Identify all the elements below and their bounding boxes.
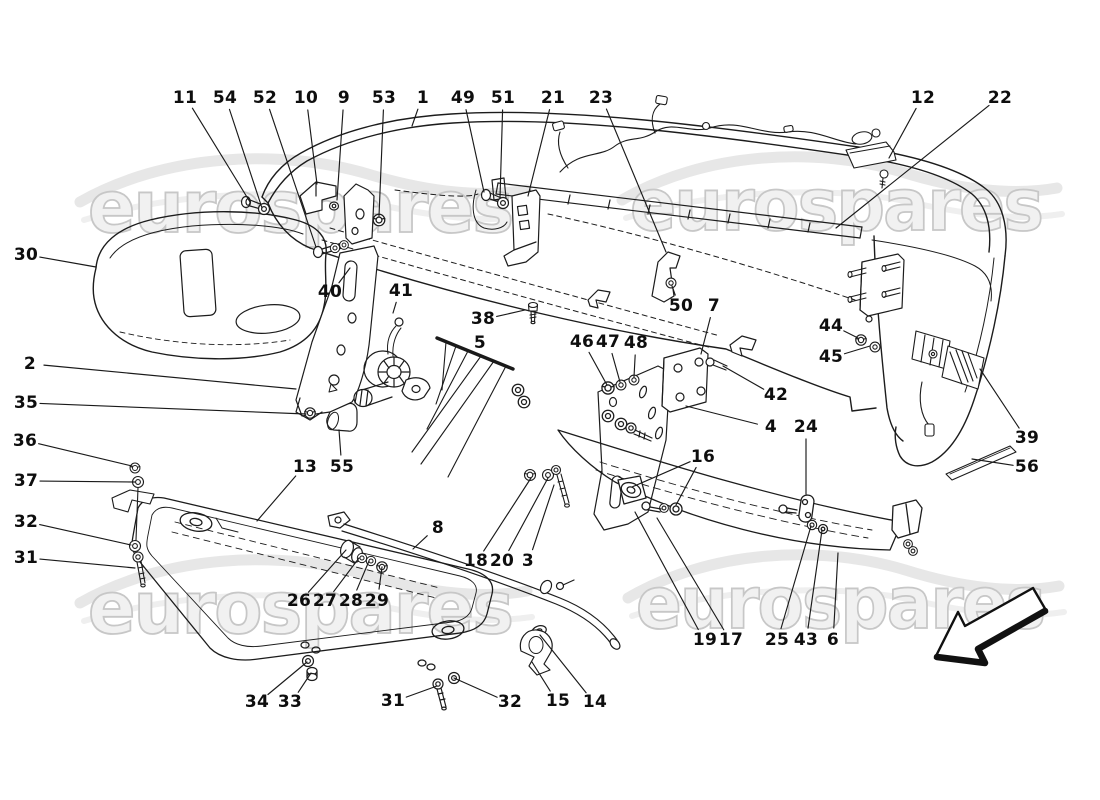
leader-line-8 (412, 535, 428, 550)
rod-assembly (301, 511, 621, 711)
leader-line-23 (605, 108, 667, 253)
link-24 (778, 494, 815, 523)
leader-line-45 (843, 345, 871, 355)
group5-bracket-line (435, 336, 515, 371)
watermark-swoosh (616, 151, 1063, 206)
leader-line-15 (531, 661, 551, 692)
leader-line-14 (539, 634, 587, 694)
bracket-23 (651, 251, 681, 303)
leader-line-13 (256, 475, 297, 522)
leader-line-48 (633, 354, 636, 378)
leader-line-10 (307, 109, 318, 185)
wiring-harness (552, 94, 897, 189)
leader-line-16 (675, 466, 697, 506)
leader-line-54 (228, 108, 263, 209)
leader-line-31 (39, 558, 136, 569)
leader-line-3 (531, 484, 555, 551)
leader-line-7 (700, 317, 711, 355)
watermark-swoosh (622, 549, 1065, 604)
leader-line-33 (297, 672, 312, 693)
leader-line-39 (979, 368, 1020, 429)
leader-line-31 (405, 685, 438, 698)
leader-line-17 (656, 517, 725, 631)
leader-line-6 (833, 552, 839, 629)
watermark-swoosh (74, 153, 533, 208)
leader-line-28 (356, 560, 370, 591)
leader-line-42 (722, 365, 765, 390)
leader-line-55 (338, 429, 342, 456)
leader-line-34 (267, 661, 308, 696)
leader-line-52 (268, 108, 317, 248)
screw-38 (527, 301, 539, 325)
flap-hinge (891, 499, 923, 556)
leader-lines (38, 104, 1020, 698)
group5-fan-line (411, 355, 482, 453)
leader-line-20 (508, 477, 549, 552)
leader-line-56 (971, 458, 1014, 466)
rear-flap-assembly (557, 429, 923, 556)
leader-line-30 (39, 256, 97, 268)
leader-line-36 (38, 443, 133, 467)
left-hardware-stack (111, 462, 155, 588)
leader-line-40 (338, 267, 351, 284)
right-mount-bracket (847, 253, 905, 353)
leader-line-9 (336, 109, 344, 201)
fender-liner (92, 211, 327, 360)
group5-lines (411, 336, 515, 478)
clamp-15 (519, 629, 553, 676)
leader-line-51 (499, 109, 504, 199)
watermark-swoosh (74, 554, 533, 609)
leader-line-32 (39, 523, 132, 546)
leader-line-50 (671, 285, 676, 296)
group5-fan-line (426, 350, 469, 430)
leader-line-44 (843, 330, 859, 339)
group5-fan-line (447, 365, 507, 478)
leader-line-1 (411, 108, 419, 127)
hardware-18-20-3 (523, 464, 570, 508)
leader-line-2 (43, 364, 297, 390)
leader-line-19 (634, 511, 699, 631)
left-bracket-assembly (295, 245, 431, 432)
license-plate-light (845, 128, 897, 189)
leader-line-49 (465, 109, 485, 193)
leader-line-18 (483, 477, 532, 552)
trim-strip-56 (945, 445, 1017, 481)
leader-line-4 (685, 405, 758, 425)
upper-brackets (240, 181, 541, 267)
leader-line-46 (588, 351, 608, 386)
middle-bracket-assembly (511, 289, 757, 531)
watermark-text: eurospares (630, 163, 1042, 247)
leader-line-12 (888, 107, 917, 159)
leader-line-27 (333, 557, 360, 593)
group5-fan-line (441, 341, 447, 391)
leader-line-29 (378, 566, 383, 590)
leader-line-26 (307, 549, 347, 593)
leader-line-37 (39, 480, 136, 483)
end-cap-details (911, 330, 1017, 481)
leader-line-47 (611, 352, 621, 383)
mount-plate-7 (661, 347, 709, 413)
leader-line-21 (527, 109, 551, 197)
leader-line-43 (807, 529, 823, 629)
leader-line-16 (631, 461, 691, 488)
leader-line-32 (453, 677, 498, 698)
leader-line-22 (835, 104, 990, 229)
leader-line-35 (39, 402, 307, 415)
group5-fan-line (420, 360, 495, 465)
leader-line-41 (392, 301, 397, 314)
direction-arrow (933, 586, 1049, 667)
leader-line-38 (496, 309, 526, 318)
group5-fan-line (435, 345, 457, 405)
watermark-swoosh (623, 189, 1065, 221)
leader-line-11 (191, 107, 251, 203)
watermark-text: eurospares (88, 165, 512, 249)
leader-line-25 (780, 525, 812, 630)
watermark-text: eurospares (88, 566, 512, 650)
leader-line-53 (378, 109, 384, 217)
